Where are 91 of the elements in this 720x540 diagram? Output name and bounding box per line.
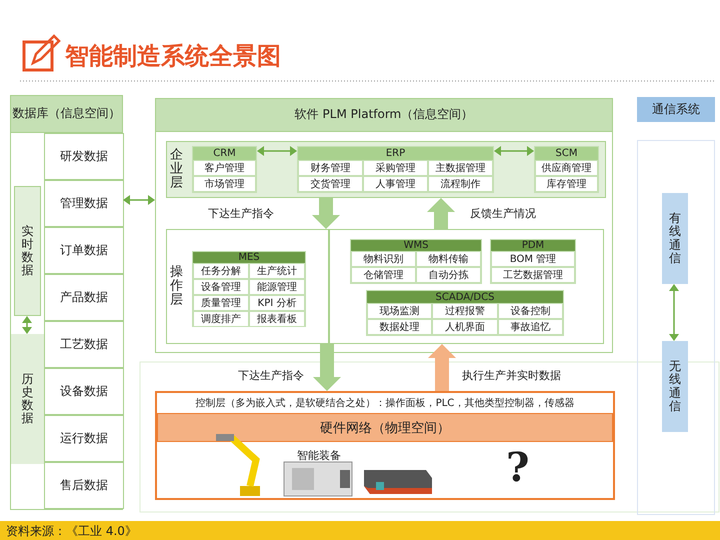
module-table <box>192 146 257 193</box>
module-header: SCADA/DCS <box>367 291 563 303</box>
function-cell: 能源管理 <box>249 279 305 295</box>
function-cell: 物料传输 <box>416 251 481 267</box>
function-cell: 供应商管理 <box>535 160 598 176</box>
hardware-panel <box>155 391 615 500</box>
function-cell: 客户管理 <box>193 160 256 176</box>
flow-arrow <box>428 344 456 391</box>
function-cell: 现场监测 <box>367 303 432 319</box>
database-panel <box>10 95 123 510</box>
function-cell: 人事管理 <box>363 176 428 192</box>
function-cell: 任务分解 <box>193 263 249 279</box>
operation-layer-panel <box>166 229 329 344</box>
data-category-cell: 产品数据 <box>44 274 124 321</box>
function-cell: 自动分拣 <box>416 267 481 283</box>
vertical-label: 有线通信 <box>669 212 681 265</box>
module-header: MES <box>193 252 305 263</box>
module-header: ERP <box>298 147 493 160</box>
function-cell: 事故追忆 <box>498 319 563 335</box>
module-table <box>350 239 482 284</box>
plm-platform-panel <box>155 98 613 353</box>
arrow <box>494 146 534 156</box>
module-table <box>534 146 599 193</box>
communication-panel <box>637 140 715 515</box>
edge-label: 反馈生产情况 <box>470 206 536 221</box>
enterprise-layer-panel <box>166 141 606 198</box>
module-header: PDM <box>491 240 575 251</box>
data-category-cell: 工艺数据 <box>44 321 124 368</box>
function-cell: 人机界面 <box>432 319 498 335</box>
function-cell: 调度排产 <box>193 311 249 327</box>
module-table <box>192 251 306 327</box>
question-mark: ? <box>506 448 530 488</box>
vertical-label: 无线通信 <box>669 360 681 413</box>
flow-arrow <box>312 198 340 229</box>
panel-title: 数据库（信息空间） <box>11 96 122 133</box>
module-header: SCM <box>535 147 598 160</box>
function-cell: 流程制作 <box>428 176 493 192</box>
arrow <box>123 195 155 205</box>
function-cell: 设备管理 <box>193 279 249 295</box>
layer-label: 操作层 <box>170 265 183 308</box>
function-cell: 采购管理 <box>363 160 428 176</box>
vertical-label: 历史数据 <box>22 372 34 426</box>
edge-label: 下达生产指令 <box>208 206 274 221</box>
function-cell: 质量管理 <box>193 295 249 311</box>
function-cell: 仓储管理 <box>351 267 416 283</box>
flow-arrow <box>313 344 341 391</box>
operation-systems-panel <box>329 229 604 344</box>
wired-communication-bar <box>662 193 688 284</box>
source-note: 资料来源：《工业 4.0》 <box>6 523 137 540</box>
data-category-cell: 售后数据 <box>44 462 124 509</box>
function-cell: 工艺数据管理 <box>491 267 575 283</box>
data-category-cell: 运行数据 <box>44 415 124 462</box>
data-category-cell: 订单数据 <box>44 227 124 274</box>
equipment-label: 智能装备 <box>297 448 341 463</box>
function-cell: 交货管理 <box>298 176 363 192</box>
function-cell: 数据处理 <box>367 319 432 335</box>
module-table <box>366 290 564 336</box>
edge-label: 下达生产指令 <box>238 368 304 383</box>
function-cell: KPI 分析 <box>249 295 305 311</box>
realtime-data-bar <box>14 186 41 316</box>
control-layer-text: 控制层（多为嵌入式，是软硬结合之处）：操作面板，PLC，其他类型控制器，传感器 <box>194 396 576 410</box>
module-header: WMS <box>351 240 481 251</box>
title: 智能制造系统全景图 <box>65 41 281 72</box>
arrow <box>257 146 297 156</box>
edge-label: 执行生产并实时数据 <box>462 368 561 383</box>
module-header: CRM <box>193 147 256 160</box>
panel-title: 软件 PLM Platform（信息空间） <box>156 99 612 132</box>
arrow <box>669 284 679 341</box>
function-cell: 主数据管理 <box>428 160 493 176</box>
communication-header: 通信系统 <box>637 97 715 122</box>
flow-arrow <box>427 198 455 229</box>
data-category-cell: 研发数据 <box>44 133 124 180</box>
function-cell: 物料识别 <box>351 251 416 267</box>
function-cell: 报表看板 <box>249 311 305 327</box>
function-cell: 过程报警 <box>432 303 498 319</box>
hardware-network-band: 硬件网络（物理空间） <box>157 413 613 442</box>
module-table <box>490 239 576 284</box>
function-cell: 生产统计 <box>249 263 305 279</box>
history-data-bar <box>11 334 44 464</box>
vertical-label: 实时数据 <box>22 224 34 278</box>
data-category-cell: 管理数据 <box>44 180 124 227</box>
module-table <box>297 146 494 193</box>
wireless-communication-bar <box>662 341 688 432</box>
function-cell: 设备控制 <box>498 303 563 319</box>
function-cell: 市场管理 <box>193 176 256 192</box>
function-cell: BOM 管理 <box>491 251 575 267</box>
arrow <box>22 316 32 334</box>
data-category-cell: 设备数据 <box>44 368 124 415</box>
function-cell: 库存管理 <box>535 176 598 192</box>
function-cell: 财务管理 <box>298 160 363 176</box>
layer-label: 企业层 <box>170 148 183 191</box>
